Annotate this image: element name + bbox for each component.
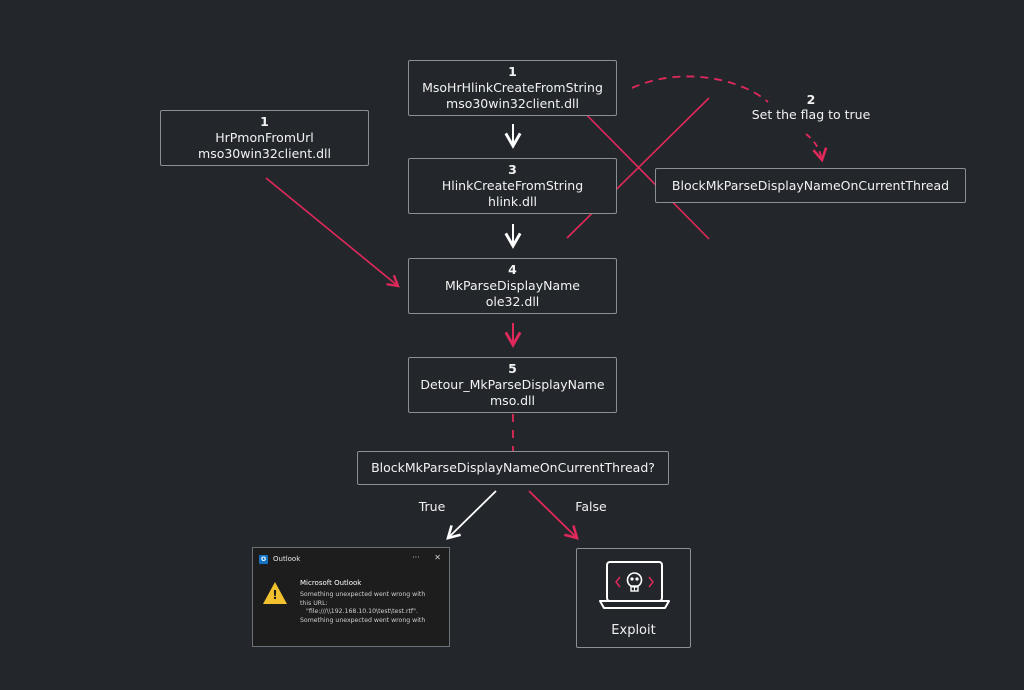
step-2-label: 2 Set the flag to true (740, 92, 882, 122)
dll-name: hlink.dll (488, 194, 537, 209)
dialog-message-line: "file:///\\192.168.10.10\test\test.rtf". (306, 608, 418, 615)
step-number: 3 (508, 162, 517, 177)
dll-name: mso.dll (490, 393, 535, 408)
false-label: False (575, 499, 607, 514)
dialog-title: Microsoft Outlook (300, 579, 362, 587)
node-decision: BlockMkParseDisplayNameOnCurrentThread? (357, 451, 669, 485)
node-hrpmonfromurl: 1 HrPmonFromUrl mso30win32client.dll (160, 110, 369, 166)
outlook-icon: O (259, 554, 268, 564)
node-detour-mkparsedisplayname: 5 Detour_MkParseDisplayName mso.dll (408, 357, 617, 413)
true-label: True (418, 499, 446, 514)
function-name: HrPmonFromUrl (215, 130, 314, 145)
step-number: 1 (260, 114, 269, 129)
function-name: MsoHrHlinkCreateFromString (422, 80, 603, 95)
dll-name: mso30win32client.dll (446, 96, 579, 111)
cross-line-a (569, 97, 710, 240)
dll-name: mso30win32client.dll (198, 146, 331, 161)
arrow-true-branch (446, 490, 497, 540)
dialog-titlebar: O Outlook ··· ✕ (253, 548, 449, 570)
step-number: 2 (806, 92, 816, 107)
close-icon[interactable]: ✕ (434, 553, 441, 562)
window-buttons: ··· ✕ (400, 553, 441, 562)
dialog-message-line: Something unexpected went wrong with (300, 616, 426, 624)
arrow-false-branch (528, 490, 579, 540)
dll-name: ole32.dll (485, 294, 540, 309)
warning-exclamation: ! (272, 588, 278, 602)
decision-text: BlockMkParseDisplayNameOnCurrentThread? (371, 460, 655, 475)
warning-icon (263, 582, 287, 604)
function-name: MkParseDisplayName (445, 278, 580, 293)
outlook-error-dialog: O Outlook ··· ✕ ! Microsoft Outlook Some… (252, 547, 450, 647)
laptop-skull-icon (599, 561, 670, 609)
dialog-message-line: this URL: (300, 599, 328, 607)
step-number: 5 (508, 361, 517, 376)
node-msohrhlinkcreatefromstring: 1 MsoHrHlinkCreateFromString mso30win32c… (408, 60, 617, 116)
node-block-flag: BlockMkParseDisplayNameOnCurrentThread (655, 168, 966, 203)
function-name: HlinkCreateFromString (441, 178, 584, 193)
dialog-message-line: Something unexpected went wrong with (300, 591, 426, 598)
more-icon[interactable]: ··· (412, 553, 420, 562)
cross-line-b (566, 97, 710, 239)
step-2-text: Set the flag to true (751, 107, 871, 122)
dashed-arc-to-flag-box (805, 133, 828, 163)
node-mkparsedisplayname: 4 MkParseDisplayName ole32.dll (408, 258, 617, 314)
flag-name: BlockMkParseDisplayNameOnCurrentThread (671, 177, 950, 193)
step-number: 4 (508, 262, 517, 277)
step-number: 1 (508, 64, 517, 79)
node-hlinkcreatefromstring: 3 HlinkCreateFromString hlink.dll (408, 158, 617, 214)
dialog-app-title: Outlook (273, 555, 301, 563)
arrow-side1-to-4 (265, 177, 400, 288)
dialog-message: Something unexpected went wrong with thi… (300, 591, 448, 625)
exploit-label: Exploit (611, 623, 656, 638)
dashed-arc-set-flag (631, 75, 769, 103)
function-name: Detour_MkParseDisplayName (420, 377, 605, 392)
exploit-box: Exploit (576, 548, 691, 648)
